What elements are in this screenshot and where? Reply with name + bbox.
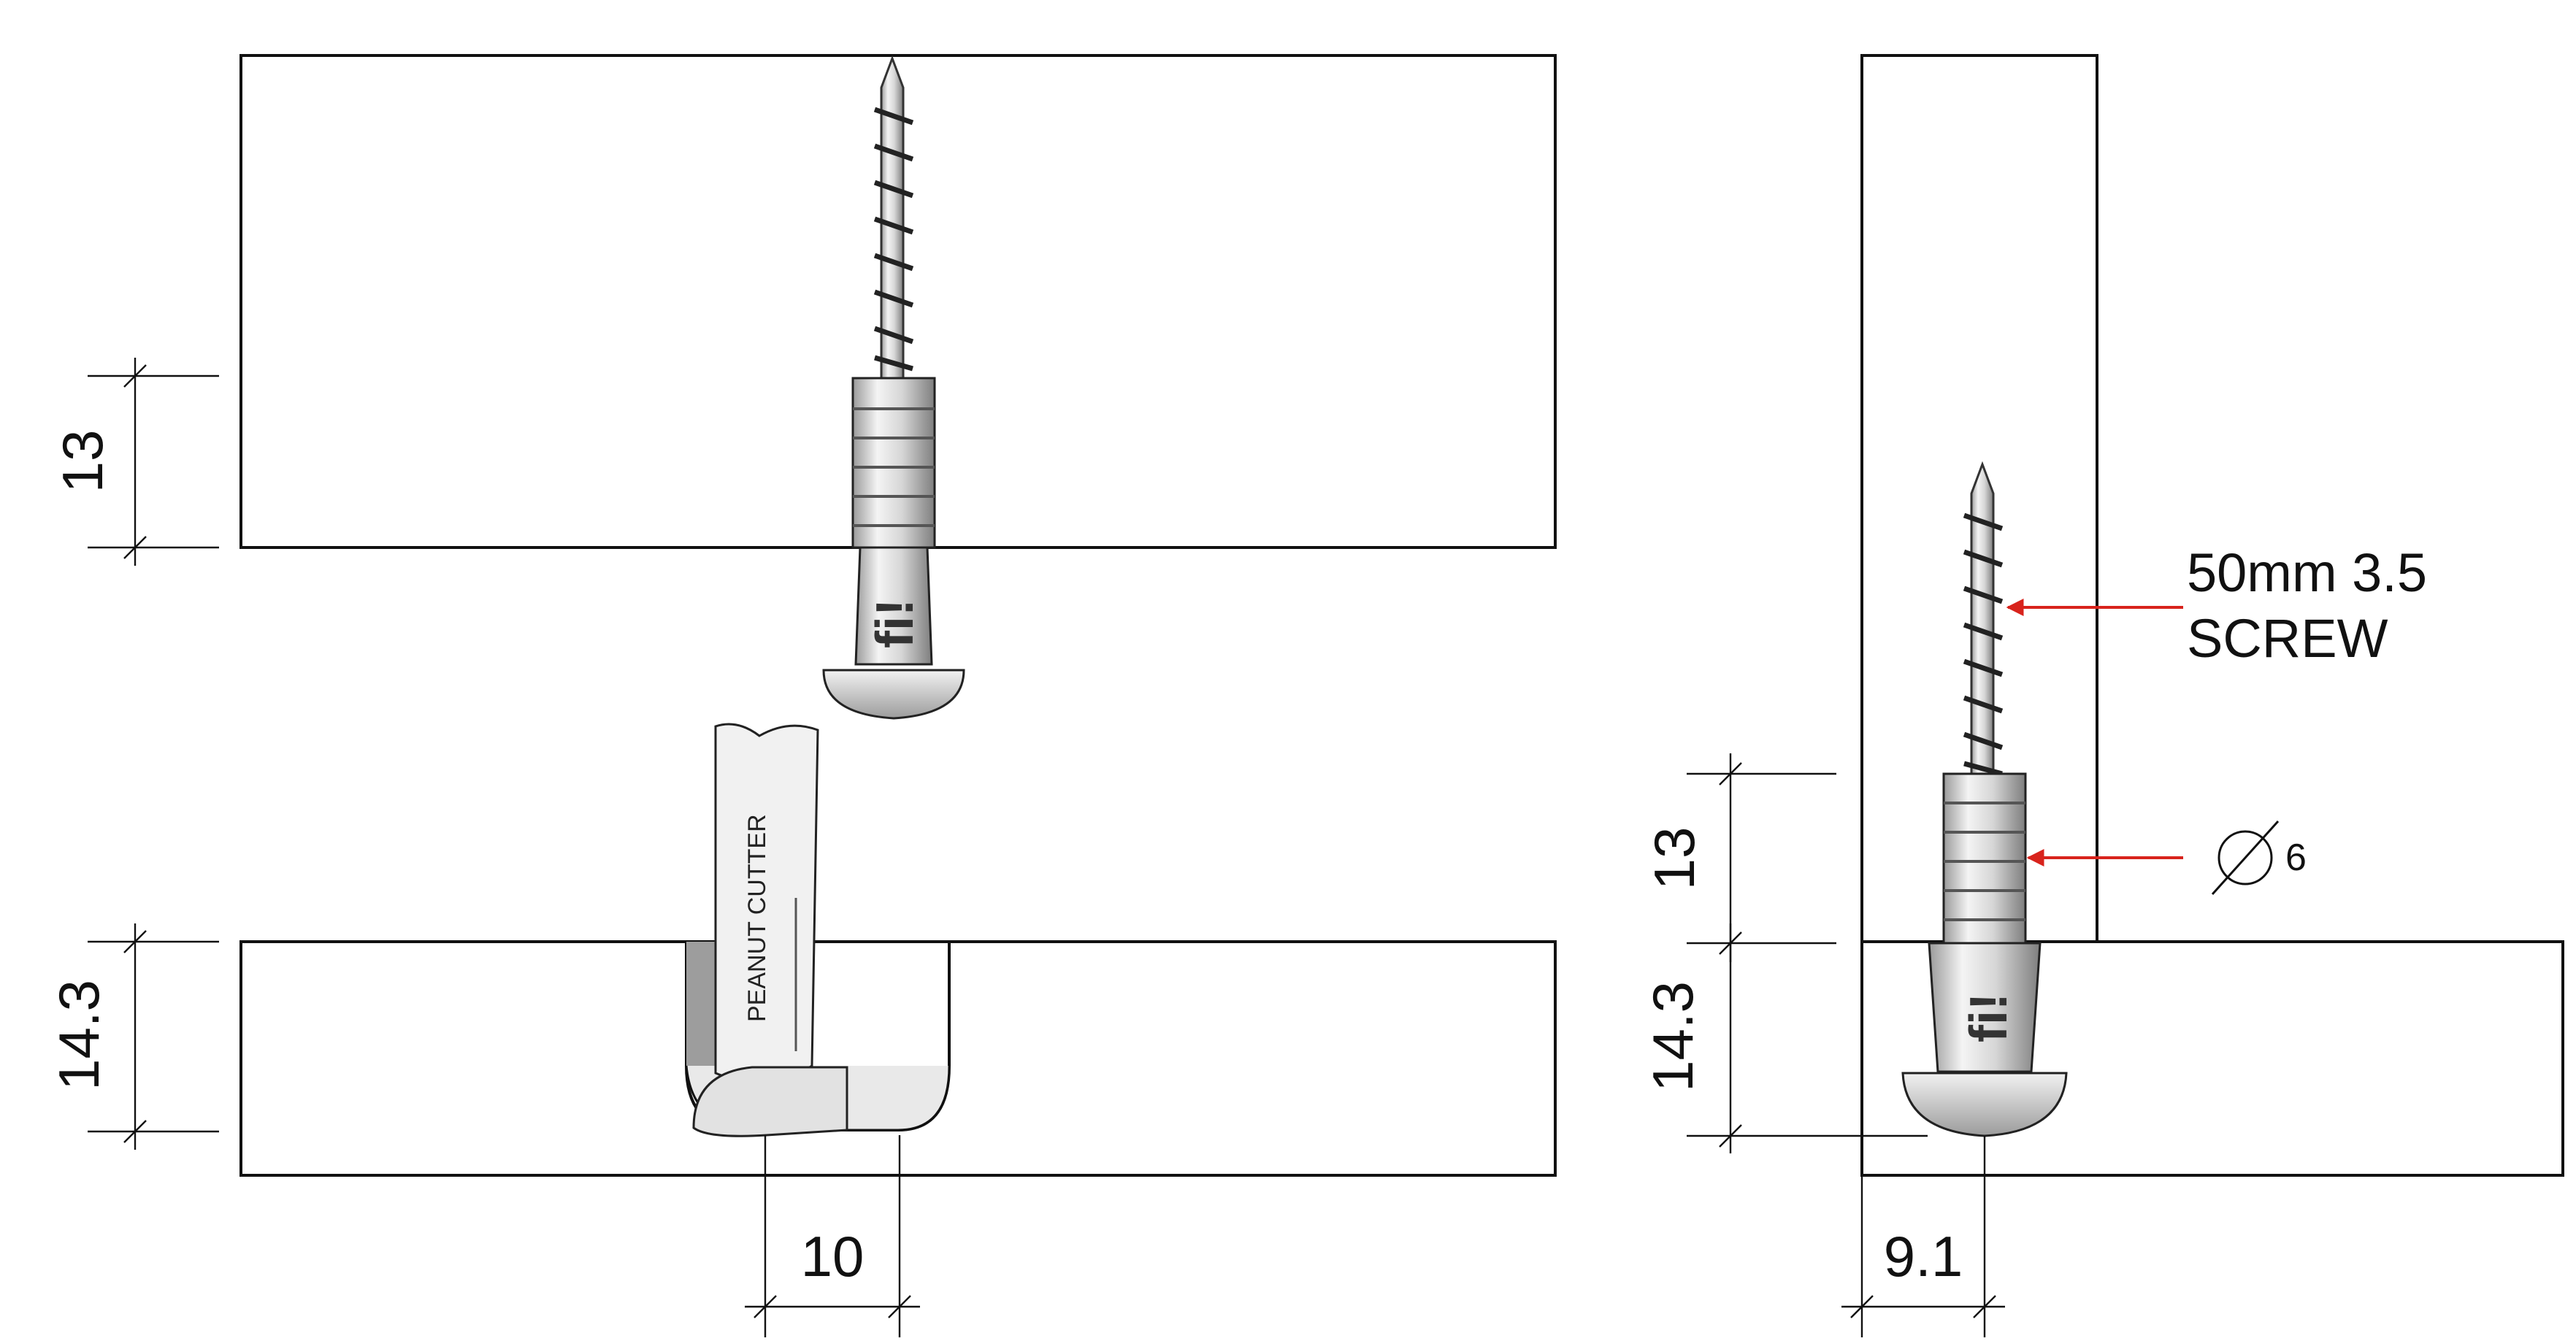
dim-label-right-lower: 14.3 <box>1641 981 1705 1092</box>
svg-text:fi!: fi! <box>866 599 924 648</box>
connector-sleeve-right <box>1942 772 2027 945</box>
diameter-symbol <box>2211 820 2280 896</box>
dimension-right-upper-13: 13 <box>1642 753 1836 962</box>
dim-label-upper: 13 <box>50 430 115 493</box>
dimension-width-10: 10 <box>745 1135 920 1337</box>
dimension-lower-14-3: 14.3 <box>47 923 219 1150</box>
dim-label-lower: 14.3 <box>47 980 111 1091</box>
screw-label-line1: 50mm 3.5 <box>2187 542 2427 603</box>
peanut-cutter-tool: PEANUT CUTTER <box>692 723 848 1137</box>
right-view: fi! 50mm 3.5 SCREW 6 13 14.3 <box>1641 54 2564 1337</box>
dimension-upper-13: 13 <box>50 358 219 566</box>
screw-right <box>1963 461 2004 777</box>
dim-label-right-width: 9.1 <box>1884 1224 1963 1288</box>
dim-label-width: 10 <box>801 1224 865 1288</box>
connector-head-right: fi! <box>1901 942 2068 1137</box>
diameter-value: 6 <box>2285 837 2307 879</box>
screw-upper <box>873 55 914 381</box>
dimension-right-width-9-1: 9.1 <box>1841 1136 2005 1337</box>
pocket-wall-shade <box>686 942 719 1066</box>
tool-label: PEANUT CUTTER <box>743 814 771 1022</box>
dim-label-right-upper: 13 <box>1642 827 1706 891</box>
connector-sleeve-upper <box>851 377 936 549</box>
dimension-right-lower-14-3: 14.3 <box>1641 923 1928 1153</box>
svg-text:fi!: fi! <box>1960 993 2018 1042</box>
screw-label-line2: SCREW <box>2187 608 2388 669</box>
connector-head-upper: fi! <box>822 546 965 720</box>
left-view: fi! PEANUT CUTTER 13 14.3 <box>47 54 1557 1337</box>
